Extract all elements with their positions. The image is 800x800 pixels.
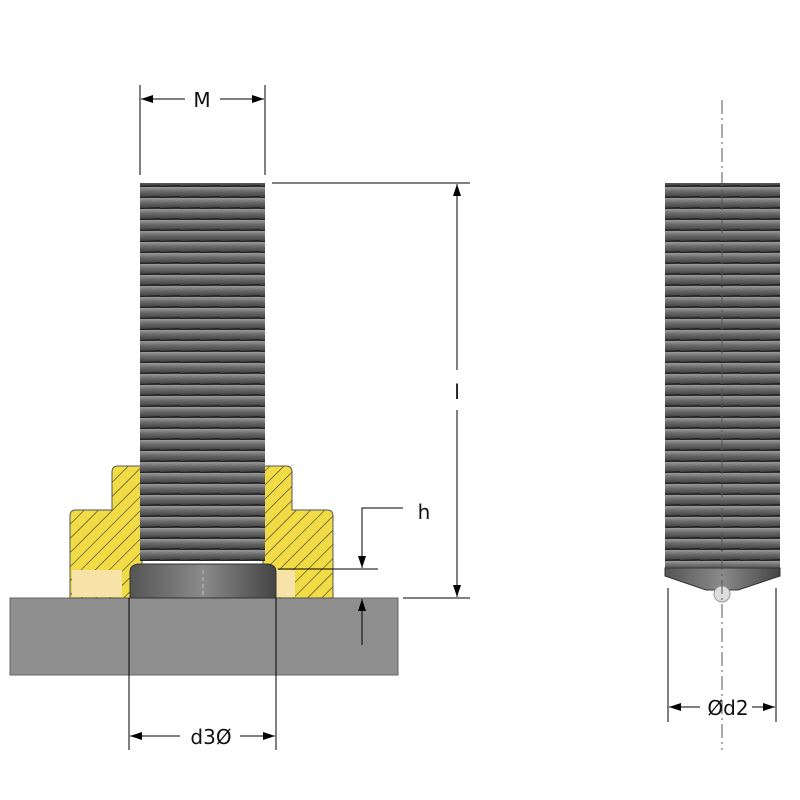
dimension-d3 — [128, 598, 277, 750]
dimension-h — [278, 507, 403, 645]
dimension-d2 — [667, 588, 777, 722]
dimension-h-label: h — [418, 500, 431, 524]
dimension-M-label: M — [193, 88, 210, 112]
dimension-l-label: l — [454, 380, 460, 404]
dimension-M — [139, 85, 266, 175]
threaded-bolt-left — [129, 183, 277, 599]
dimension-d3-label: d3Ø — [190, 725, 231, 749]
dimension-d2-label: Ød2 — [707, 696, 748, 720]
base-plate — [9, 597, 399, 676]
dimension-l — [272, 182, 470, 599]
